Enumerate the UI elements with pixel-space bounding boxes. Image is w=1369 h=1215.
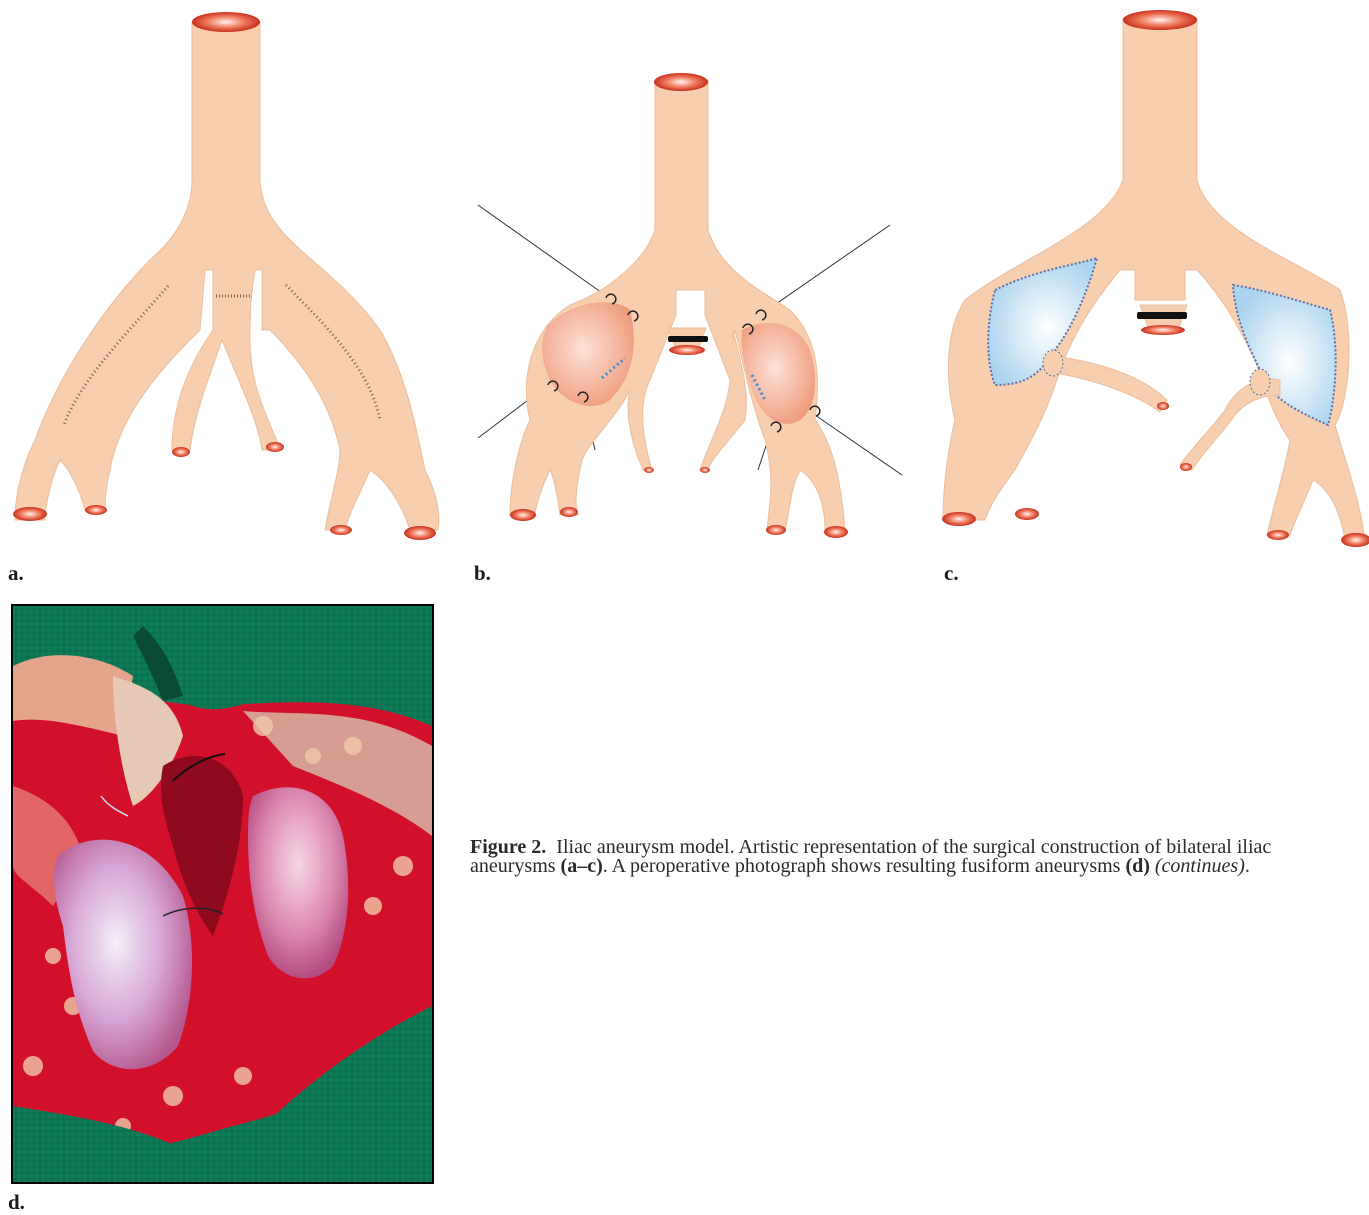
panel-a-illustration — [0, 0, 460, 560]
caption-ref-a-c: (a–c) — [561, 855, 603, 877]
caption-text-2: . A peroperative photograph shows result… — [603, 855, 1126, 877]
panel-label-c: c. — [944, 561, 959, 586]
panel-label-a: a. — [8, 561, 24, 586]
caption-text-4: . — [1245, 855, 1250, 877]
panel-label-d: d. — [8, 1190, 25, 1215]
panel-b-illustration — [470, 60, 910, 550]
surgical-field-image — [13, 606, 432, 1182]
panel-c-illustration — [935, 0, 1369, 560]
caption-continues: (continues) — [1155, 855, 1245, 877]
caption-ref-d: (d) — [1125, 855, 1149, 877]
aneurysm-result-diagram-c — [935, 0, 1369, 560]
peroperative-photograph — [11, 604, 434, 1184]
panel-label-b: b. — [474, 561, 491, 586]
figure-caption: Figure 2.Iliac aneurysm model. Artistic … — [470, 838, 1350, 876]
aorta-bifurcation-diagram-a — [0, 0, 460, 560]
aneurysm-construction-diagram-b — [470, 60, 910, 550]
